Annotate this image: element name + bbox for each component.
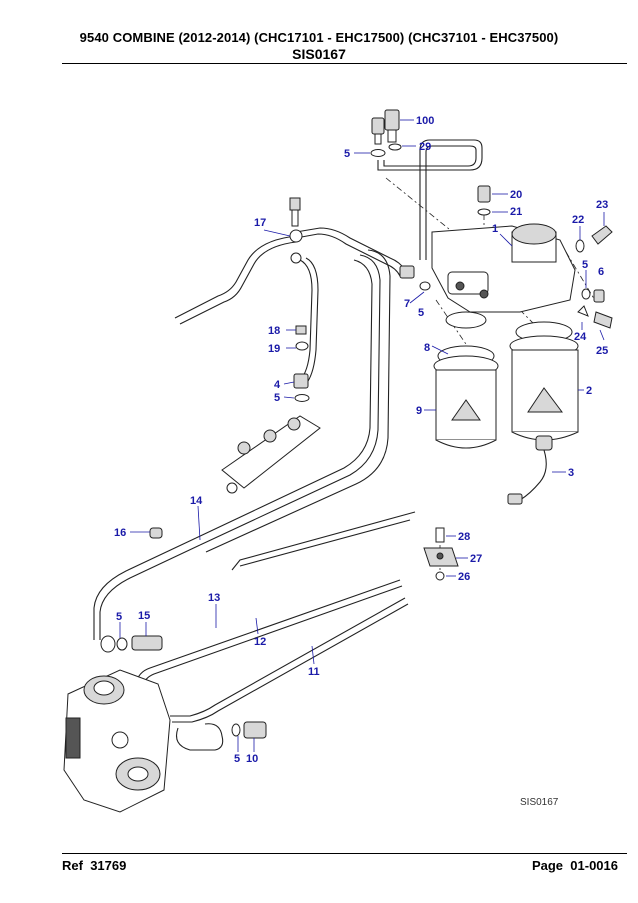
clip-24 [577,305,589,317]
header-divider [62,63,627,64]
callout-9: 9 [416,405,422,417]
callout-23: 23 [596,199,608,211]
callout-7: 7 [404,298,410,310]
bolt-17 [289,197,303,264]
callout-5: 5 [418,307,424,319]
valve-15 [131,635,163,651]
callout-6: 6 [598,266,604,278]
footer-ref: Ref 31769 [62,858,126,873]
filter-9 [433,311,499,449]
plug-23 [575,225,613,253]
footer-page-value: 01-0016 [570,858,618,873]
callout-20: 20 [510,189,522,201]
fitting-25 [593,311,613,329]
section-code: SIS0167 [292,46,346,62]
sensor-100 [371,109,400,145]
leader-lines [119,119,605,752]
callouts: 100 29 5 20 21 23 22 1 17 5 6 7 5 24 25 … [114,115,608,808]
callout-100: 100 [416,115,434,127]
oring-5-mid [419,281,431,291]
callout-17: 17 [254,217,266,229]
bracket-27 [423,527,459,581]
bolt-18 [295,325,307,335]
page-title: 9540 COMBINE (2012-2014) (CHC17101 - EHC… [79,30,559,45]
filter-2 [509,321,579,451]
callout-19: 19 [268,343,280,355]
connector-3 [507,493,523,505]
footer-ref-label: Ref [62,858,83,873]
callout-28: 28 [458,531,470,543]
filter-head-1 [431,223,576,313]
callout-22: 22 [572,214,584,226]
callout-24: 24 [574,331,587,343]
figure-code: SIS0167 [520,797,559,808]
callout-4: 4 [274,379,281,391]
injector-rail [221,415,321,494]
callout-10: 10 [246,753,258,765]
oring-5-bottom [231,723,241,737]
callout-15: 15 [138,610,150,622]
callout-8: 8 [424,342,430,354]
callout-1: 1 [492,223,498,235]
oring-5-left [294,394,310,402]
fitting-7 [399,265,415,279]
callout-26: 26 [458,571,470,583]
footer-page: Page 01-0016 [532,858,618,873]
callout-11: 11 [308,666,320,678]
callout-27: 27 [470,553,482,565]
callout-29: 29 [419,141,431,153]
callout-5: 5 [582,259,588,271]
footer-page-label: Page [531,858,564,873]
callout-3: 3 [568,467,574,479]
washer-19 [295,341,309,351]
callout-12: 12 [254,636,266,648]
callout-14: 14 [190,495,203,507]
fitting-6 [593,289,605,303]
callout-18: 18 [268,325,280,337]
footer-divider [62,853,627,854]
fitting-4 [293,373,309,389]
fuel-pump [63,669,171,813]
oring-29 [388,143,402,151]
callout-21: 21 [510,206,522,218]
oring-5-right [581,288,591,300]
oring-5-top [370,149,386,157]
callout-2: 2 [586,385,592,397]
callout-5: 5 [116,611,122,623]
clip-16 [149,527,163,539]
fitting-10 [243,721,267,739]
oring-5-pump [116,637,128,651]
callout-5: 5 [344,148,350,160]
callout-5: 5 [274,392,280,404]
callout-16: 16 [114,527,126,539]
fitting-20 [477,185,491,216]
footer-ref-value: 31769 [90,858,127,873]
callout-25: 25 [596,345,608,357]
callout-13: 13 [208,592,220,604]
callout-5: 5 [234,753,240,765]
